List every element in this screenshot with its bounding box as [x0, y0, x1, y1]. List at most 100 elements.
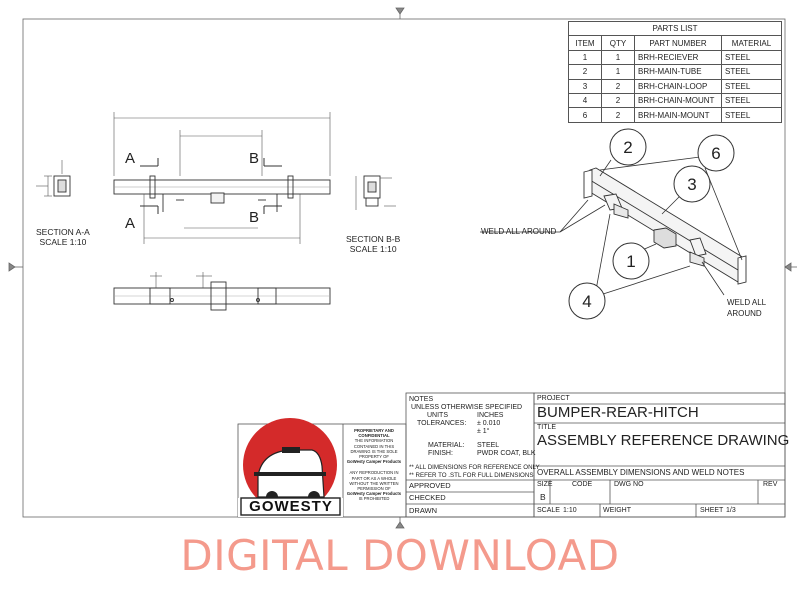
cell-material: STEEL — [721, 107, 782, 123]
section-aa-caption: SECTION A-A SCALE 1:10 — [36, 227, 90, 247]
parts-list-title: PARTS LIST — [568, 20, 782, 37]
cell-material: STEEL — [721, 64, 782, 80]
balloon-6-circle — [697, 134, 735, 172]
weld-note-left: WELD ALL AROUND — [481, 227, 557, 236]
cell-item: 6 — [568, 107, 602, 123]
table-row: 4 2 BRH-CHAIN-MOUNT STEEL — [568, 92, 782, 109]
notes-title: NOTES — [409, 396, 434, 403]
sheet-value: 1/3 — [726, 507, 736, 514]
balloon-2-label: 2 — [623, 138, 632, 157]
prop-line1: PROPRIETARY AND — [354, 428, 394, 433]
front-view — [113, 112, 331, 244]
notes-finish-label: FINISH: — [428, 450, 453, 457]
sheet-label: SHEET — [700, 507, 724, 514]
isometric-view — [583, 167, 747, 285]
section-bb-view — [355, 175, 396, 210]
checked-label: CHECKED — [409, 493, 446, 502]
prop-line2: CONFIDENTIAL — [358, 433, 390, 439]
project-label: PROJECT — [537, 395, 570, 402]
cell-qty: 1 — [601, 49, 635, 66]
prop-line11: PERMISSION OF — [357, 486, 391, 492]
balloon-2-circle — [609, 128, 647, 166]
plan-view — [113, 272, 331, 311]
cell-item: 4 — [568, 92, 602, 109]
parts-header-qty: QTY — [601, 35, 635, 51]
notes-units-value: INCHES — [477, 412, 504, 419]
weld-note-right-line1: WELD ALL — [727, 298, 767, 307]
weld-note-right: WELD ALL AROUND — [727, 297, 766, 319]
proprietary-notice: PROPRIETARY AND CONFIDENTIAL THE INFORMA… — [343, 428, 405, 502]
notes-units-label: UNITS — [427, 412, 448, 419]
section-bb-title: SECTION B-B — [346, 234, 401, 244]
cell-part-number: BRH-MAIN-TUBE — [634, 64, 722, 80]
prop-line5: DRAWING IS THE SOLE — [350, 448, 398, 454]
notes-ref2: ** REFER TO .STL FOR FULL DIMENSIONS — [409, 472, 534, 479]
project-name: BUMPER-REAR-HITCH — [537, 404, 699, 421]
table-row: 2 1 BRH-MAIN-TUBE STEEL — [568, 64, 782, 80]
balloon-1-label: 1 — [626, 252, 635, 271]
balloon-4-label: 4 — [582, 292, 591, 311]
balloon-6-label: 6 — [711, 144, 720, 163]
code-label: CODE — [572, 481, 593, 488]
balloon-3-circle — [673, 165, 711, 203]
drawing-title: ASSEMBLY REFERENCE DRAWING — [537, 432, 790, 449]
cell-part-number: BRH-RECIEVER — [634, 49, 722, 66]
gowesty-logo-text: GOWESTY — [249, 498, 333, 515]
size-value: B — [540, 492, 546, 502]
notes-line1: UNLESS OTHERWISE SPECIFIED — [411, 404, 523, 411]
table-row: 6 2 BRH-MAIN-MOUNT STEEL — [568, 107, 782, 123]
notes-finish-value: PWDR COAT, BLK — [477, 450, 536, 457]
prop-line9: PART OR AS A WHOLE — [351, 475, 397, 481]
cell-qty: 2 — [601, 107, 635, 123]
notes-tol-angular: ± 1° — [477, 428, 490, 435]
cell-qty: 2 — [601, 78, 635, 94]
title-block — [237, 392, 786, 518]
approved-label: APPROVED — [409, 481, 451, 490]
prop-line7: GoWesty Camper Products — [346, 459, 402, 465]
weight-label: WEIGHT — [603, 507, 631, 514]
drawing-subtitle: OVERALL ASSEMBLY DIMENSIONS AND WELD NOT… — [537, 468, 745, 477]
section-bb-scale: SCALE 1:10 — [349, 244, 397, 254]
weld-note-right-line2: AROUND — [727, 309, 762, 318]
parts-header-item: ITEM — [568, 35, 602, 51]
parts-header-part-number: PART NUMBER — [634, 35, 722, 51]
section-aa-title: SECTION A-A — [36, 227, 90, 237]
section-aa-scale: SCALE 1:10 — [39, 237, 87, 247]
cell-item: 3 — [568, 78, 602, 94]
prop-line8: ANY REPRODUCTION IN — [349, 470, 399, 476]
prop-line10: WITHOUT THE WRITTEN — [349, 480, 399, 486]
balloon-1-circle — [612, 242, 650, 280]
cut-label-a-top: A — [125, 150, 136, 167]
cell-qty: 1 — [601, 64, 635, 80]
notes-tol-linear: ± 0.010 — [477, 420, 501, 427]
rev-label: REV — [763, 481, 778, 488]
cell-part-number: BRH-CHAIN-MOUNT — [634, 92, 722, 109]
prop-line3: THE INFORMATION — [354, 438, 394, 444]
section-aa-view — [36, 160, 71, 197]
size-label: SIZE — [537, 481, 553, 488]
table-row: 1 1 BRH-RECIEVER STEEL — [568, 49, 782, 66]
notes-material-label: MATERIAL: — [428, 442, 465, 449]
cell-part-number: BRH-CHAIN-LOOP — [634, 78, 722, 94]
prop-line12: GoWesty Camper Products — [346, 491, 402, 497]
prop-line6: PROPERTY OF — [359, 454, 389, 460]
cell-item: 1 — [568, 49, 602, 66]
prop-line13: IS PROHIBITED — [358, 496, 390, 502]
notes-tol-label: TOLERANCES: — [417, 420, 467, 427]
parts-list-table: PARTS LIST ITEM QTY PART NUMBER MATERIAL… — [568, 20, 782, 123]
notes-ref1: ** ALL DIMENSIONS FOR REFERENCE ONLY — [409, 464, 540, 471]
cut-label-b-bottom: B — [249, 209, 260, 226]
balloon-4-circle — [568, 282, 606, 320]
scale-label: SCALE — [537, 507, 560, 514]
cell-material: STEEL — [721, 92, 782, 109]
table-row: 3 2 BRH-CHAIN-LOOP STEEL — [568, 78, 782, 94]
section-bb-caption: SECTION B-B SCALE 1:10 — [346, 234, 400, 254]
digital-download-banner: DIGITAL DOWNLOAD — [180, 531, 620, 580]
notes-material-value: STEEL — [477, 442, 500, 449]
cut-label-a-bottom: A — [125, 215, 136, 232]
parts-header-material: MATERIAL — [721, 35, 782, 51]
gowesty-logo — [238, 418, 343, 517]
callout-leaders — [480, 156, 743, 296]
cell-item: 2 — [568, 64, 602, 80]
